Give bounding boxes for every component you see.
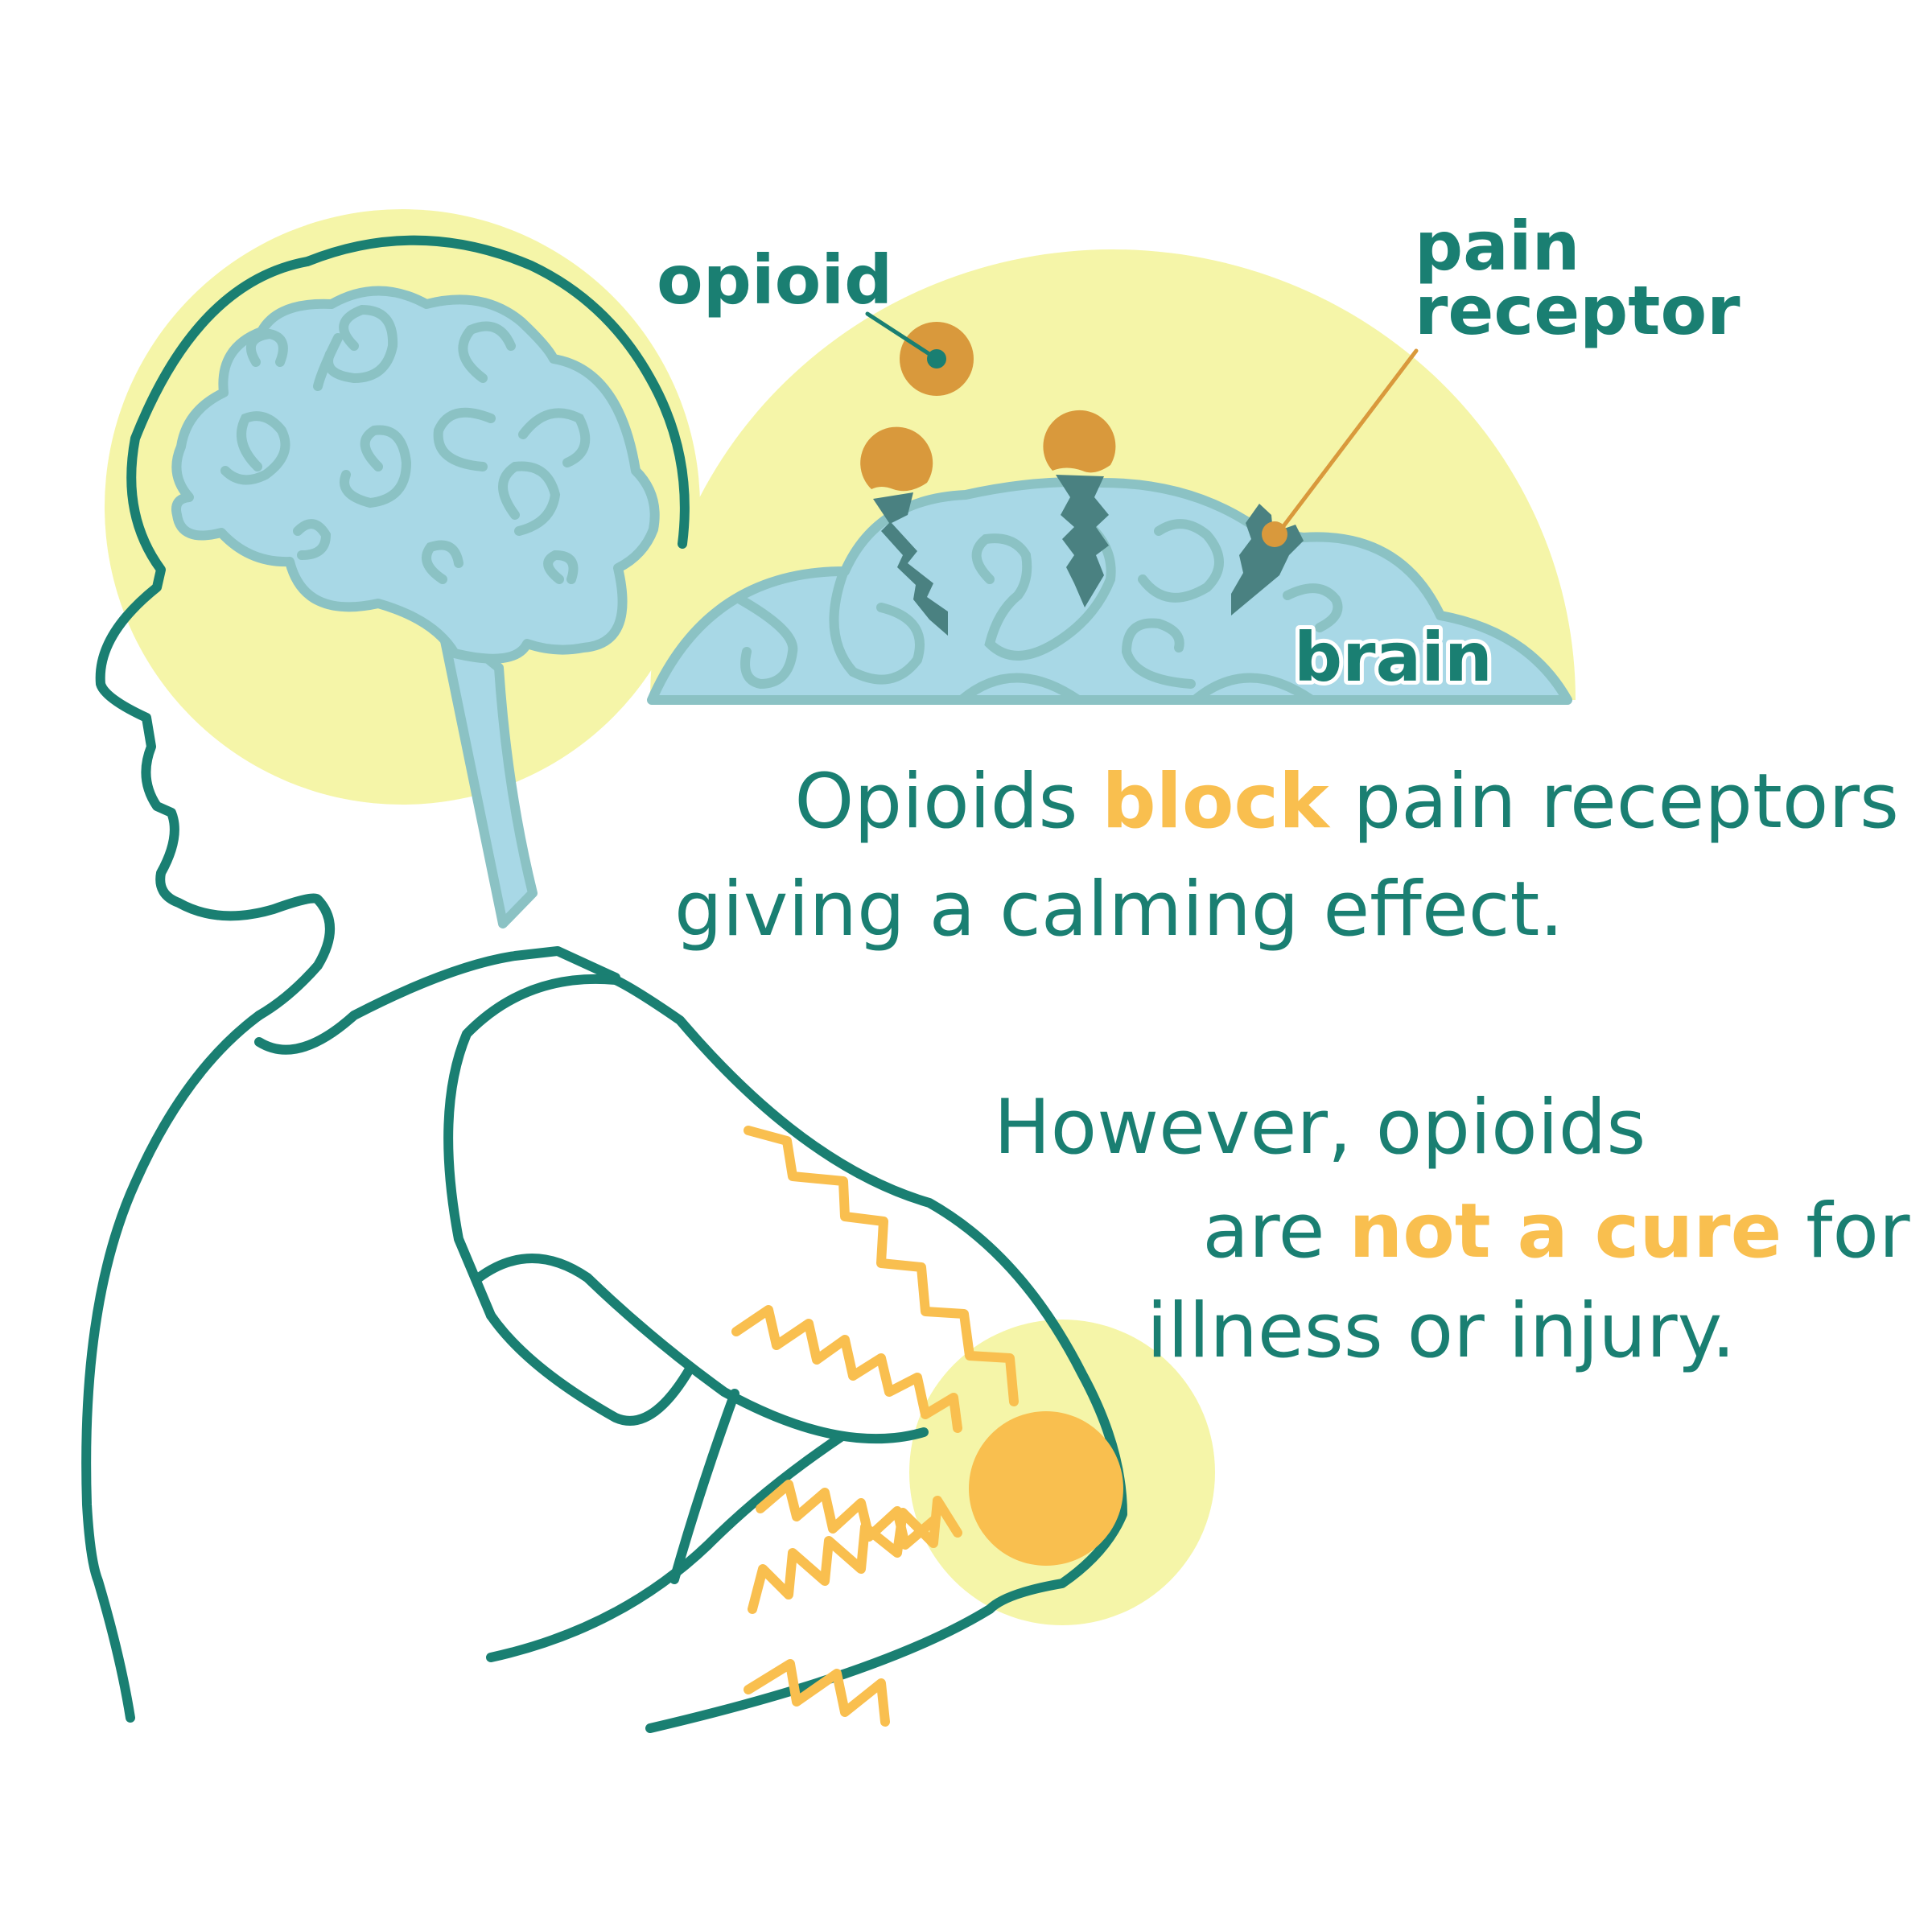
opioid-label: opioid (657, 241, 892, 319)
opioid-leader (865, 311, 934, 358)
message-2-lead: are (1202, 1188, 1349, 1275)
person-outline (81, 235, 1127, 1733)
brain-folds (220, 304, 591, 584)
forearm-top (474, 1254, 929, 1444)
pain-signals (731, 1126, 1019, 1727)
head-brain (171, 286, 660, 928)
receptor-2 (1056, 475, 1109, 607)
pain-receptor-label-line1: pain (1415, 207, 1580, 286)
message-2-line-1: However, opioids (994, 1084, 1646, 1171)
receptor-brain (647, 322, 1572, 705)
message-2-line-3: illness or injury. (1147, 1287, 1736, 1375)
message-1-line-1: Opioids block pain receptors (674, 758, 1932, 846)
pain-receptors (873, 475, 1304, 636)
tissue-folds (735, 518, 1343, 705)
opioid-bound-2 (1043, 410, 1116, 473)
opioids (860, 322, 1116, 492)
message-1-tail: pain receptors (1329, 758, 1899, 846)
forearm-bottom (486, 1311, 695, 1426)
message-2-highlight: not a cure (1349, 1188, 1782, 1275)
cerebrum (171, 286, 660, 664)
head-outline (95, 235, 690, 1020)
neck-back (81, 1011, 264, 1723)
receptor-leader (1279, 348, 1419, 532)
brain-stem (436, 616, 538, 928)
pain-signal-2 (731, 1305, 962, 1433)
pain-signal-1 (744, 1126, 1019, 1406)
pain-signal-4 (748, 1496, 962, 1614)
brain-label: brain (1294, 618, 1493, 697)
upper-arm-top (611, 975, 1127, 1733)
message-1-line-2: giving a calming effect. (674, 866, 1563, 953)
message-2-tail: for (1782, 1188, 1909, 1275)
collar (254, 946, 620, 1055)
message-2-line-2: are not a cure for (1082, 1188, 1932, 1275)
receptor-1 (873, 492, 948, 636)
message-1-lead: Opioids (794, 758, 1102, 846)
message-1-highlight: block (1102, 758, 1331, 846)
pain-signal-5 (744, 1659, 890, 1727)
hand-lower (486, 1432, 846, 1662)
opioid-bound-1 (860, 426, 933, 492)
shoulder-back (443, 974, 620, 1320)
pain-spot (969, 1411, 1123, 1566)
hand (669, 1389, 739, 1584)
pain-receptor-label-line2: receptor (1415, 271, 1740, 350)
